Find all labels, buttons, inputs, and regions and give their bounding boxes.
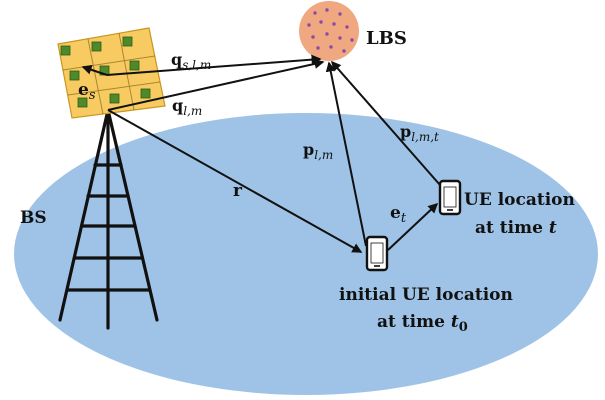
label-r: r (233, 181, 243, 201)
phone-icon (438, 179, 462, 216)
label-q-lm: ql,m (172, 96, 202, 118)
vector-arrow-q-slm (106, 54, 322, 76)
lbs-sphere-icon (299, 1, 359, 61)
label-e-t: et (390, 203, 407, 226)
ue-initial-label-line2: at time t0 (377, 312, 468, 335)
ue-later-label-line2: at time t (475, 218, 557, 238)
bs-label: BS (20, 208, 47, 228)
label-p-lm: pl,m (303, 140, 333, 162)
vector-arrow-e-t (387, 202, 439, 251)
vector-arrow-p-lm (325, 61, 367, 247)
vector-arrow-r (107, 109, 363, 253)
label-q-slm: qs,l,m (171, 50, 211, 72)
ris-panel-icon (57, 27, 166, 119)
label-p-lmt: pl,m,t (400, 122, 439, 144)
ue-later-label-line1: UE location (464, 190, 575, 210)
tower-icon (58, 108, 159, 330)
label-e-s: es (78, 80, 96, 103)
vector-arrow-e-s (81, 64, 108, 76)
phone-icon (365, 235, 389, 272)
vector-arrow-p-lmt (331, 60, 441, 186)
vector-arrow-q-lm (107, 58, 325, 111)
lbs-label: LBS (366, 28, 407, 49)
ue-initial-label-line1: initial UE location (339, 285, 513, 305)
